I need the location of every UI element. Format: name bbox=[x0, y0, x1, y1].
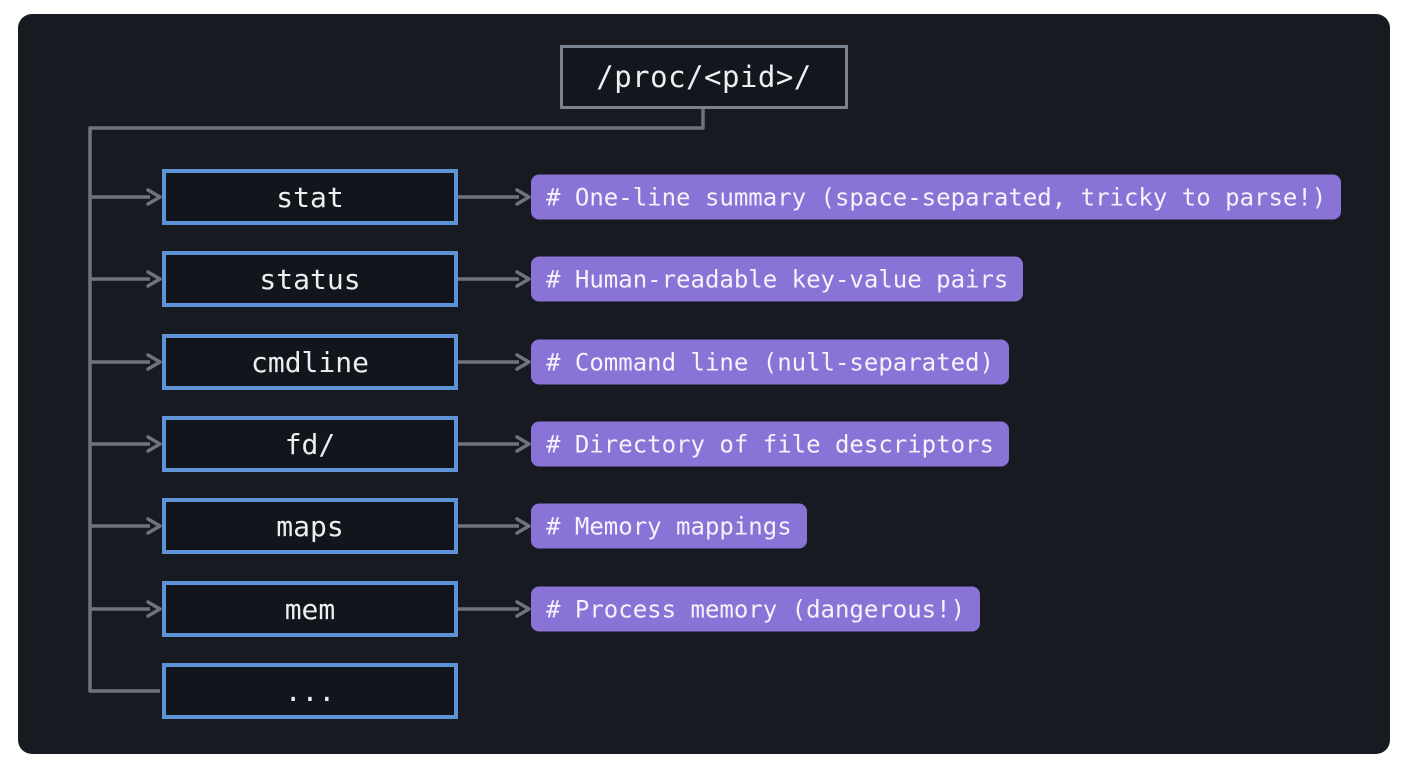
node-stat-label: stat bbox=[276, 180, 344, 214]
annotation-mem: # Process memory (dangerous!) bbox=[531, 586, 981, 632]
node-proc-pid-label: /proc/<pid>/ bbox=[596, 60, 812, 94]
annotation-stat: # One-line summary (space-separated, tri… bbox=[531, 174, 1342, 220]
node-proc-pid: /proc/<pid>/ bbox=[560, 45, 848, 109]
annotation-maps: # Memory mappings bbox=[531, 503, 807, 549]
annotation-status: # Human-readable key-value pairs bbox=[531, 256, 1024, 302]
node-status: status bbox=[162, 251, 458, 307]
node-maps-label: maps bbox=[276, 509, 344, 543]
annotation-fd: # Directory of file descriptors bbox=[531, 421, 1009, 467]
annotation-cmdline: # Command line (null-separated) bbox=[531, 339, 1009, 385]
node-cmdline: cmdline bbox=[162, 334, 458, 390]
node-status-label: status bbox=[259, 262, 361, 296]
node-fd: fd/ bbox=[162, 416, 458, 472]
node-mem: mem bbox=[162, 581, 458, 637]
node-fd-label: fd/ bbox=[284, 427, 336, 461]
node-cmdline-label: cmdline bbox=[250, 345, 369, 379]
node-maps: maps bbox=[162, 498, 458, 554]
node-ellipsis-label: ... bbox=[284, 674, 336, 708]
node-mem-label: mem bbox=[284, 592, 336, 626]
node-stat: stat bbox=[162, 169, 458, 225]
node-ellipsis: ... bbox=[162, 663, 458, 719]
